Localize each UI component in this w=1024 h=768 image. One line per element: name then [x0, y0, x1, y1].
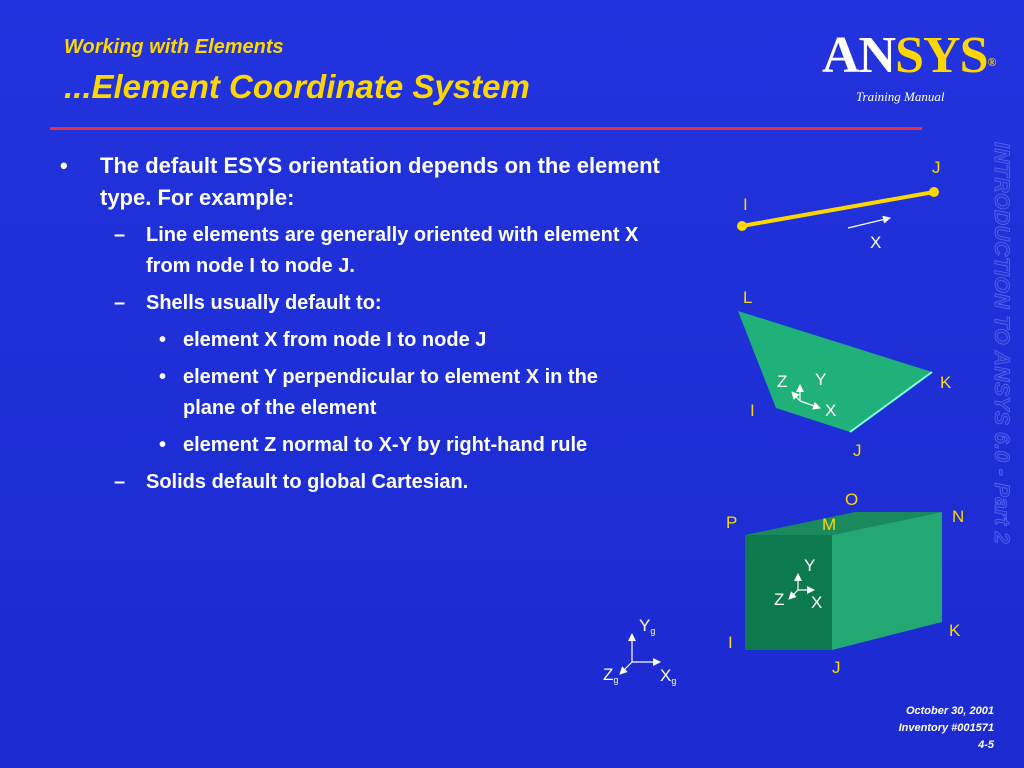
x-axis-arrow: [847, 215, 891, 229]
training-manual-label: Training Manual: [856, 89, 945, 104]
bullet-solids: – Solids default to global Cartesian.: [60, 467, 666, 498]
logo-an: AN: [822, 27, 896, 84]
solid-axis-triad: [788, 573, 815, 600]
node-k-label: K: [940, 373, 952, 392]
line-element: [741, 190, 935, 228]
bullet-shell-y: • element Y perpendicular to element X i…: [60, 362, 653, 424]
solid-top-face: [745, 512, 942, 535]
node-j-label: J: [853, 441, 862, 460]
x-axis-label: X: [870, 233, 881, 252]
logo-registered-mark: ®: [987, 55, 997, 69]
global-axes-diagram: Yg Xg Zg: [603, 616, 676, 686]
solid-side-face: [832, 512, 942, 650]
node-i-label: I: [728, 633, 733, 652]
bullet-marker: •: [159, 366, 167, 388]
footer: October 30, 2001 Inventory #001571 4-5: [899, 703, 994, 754]
footer-page-number: 4-5: [978, 739, 994, 751]
node-j-label: J: [932, 158, 941, 177]
bullet-main: • The default ESYS orientation depends o…: [60, 150, 680, 214]
axis-y-label: Y: [815, 370, 826, 389]
page-title: ...Element Coordinate System: [64, 68, 530, 105]
footer-inventory: Inventory #001571: [898, 722, 994, 734]
dash-marker: –: [114, 292, 126, 314]
slide-body: • The default ESYS orientation depends o…: [60, 150, 680, 498]
axis-z-label: Z: [774, 590, 784, 609]
node-i-label: I: [743, 195, 748, 214]
bullet-line-text: Line elements are generally oriented wit…: [146, 224, 639, 277]
shell-face: [738, 311, 932, 432]
shell-element-diagram: L K I J Y Z X: [738, 288, 952, 460]
axis-x-label: X: [811, 593, 822, 612]
shell-edge-jk: [849, 371, 933, 433]
bullet-main-text: The default ESYS orientation depends on …: [100, 153, 660, 210]
global-z-arrow: [619, 661, 633, 675]
axis-x-label: X: [825, 401, 836, 420]
node-j-dot: [929, 187, 939, 197]
dash-marker: –: [114, 224, 126, 246]
global-x-label: Xg: [660, 666, 676, 686]
bullet-line-elements: – Line elements are generally oriented w…: [60, 220, 666, 282]
title-divider: [50, 127, 922, 130]
node-o-label: O: [845, 490, 858, 509]
global-z-label: Zg: [603, 665, 618, 685]
node-l-label: L: [743, 288, 752, 307]
bullet-shell-z: • element Z normal to X-Y by right-hand …: [60, 430, 653, 461]
bullet-solids-text: Solids default to global Cartesian.: [146, 471, 469, 493]
node-i-dot: [737, 221, 747, 231]
bullet-shells: – Shells usually default to:: [60, 288, 666, 319]
bullet-shell-x: • element X from node I to node J: [60, 325, 653, 356]
footer-date: October 30, 2001: [905, 705, 994, 717]
course-sidebar-text: INTRODUCTION TO ANSYS 6.0 - Part 2: [990, 142, 1014, 545]
bullet-marker: •: [159, 329, 167, 351]
shell-axis-triad: [791, 384, 821, 410]
axis-z-label: Z: [777, 372, 787, 391]
ansys-logo: ANSYS®: [822, 30, 1012, 86]
node-i-label: I: [750, 401, 755, 420]
global-y-label: Yg: [639, 616, 655, 636]
solid-element-diagram: O P M N K I J Y Z X: [726, 490, 964, 677]
section-title: Working with Elements: [64, 36, 284, 58]
bullet-shell-y-text: element Y perpendicular to element X in …: [183, 366, 598, 419]
logo-sys: SYS: [895, 27, 988, 84]
line-element-diagram: I J X: [737, 158, 941, 252]
bullet-marker: •: [60, 153, 68, 178]
bullet-shell-z-text: element Z normal to X-Y by right-hand ru…: [183, 434, 588, 456]
bullet-marker: •: [159, 434, 167, 456]
node-m-label: M: [822, 515, 836, 534]
node-p-label: P: [726, 513, 737, 532]
axis-y-label: Y: [804, 556, 815, 575]
node-n-label: N: [952, 507, 964, 526]
bullet-shells-text: Shells usually default to:: [146, 292, 382, 314]
dash-marker: –: [114, 471, 126, 493]
node-j-label: J: [832, 658, 841, 677]
node-k-label: K: [949, 621, 961, 640]
bullet-shell-x-text: element X from node I to node J: [183, 329, 487, 351]
